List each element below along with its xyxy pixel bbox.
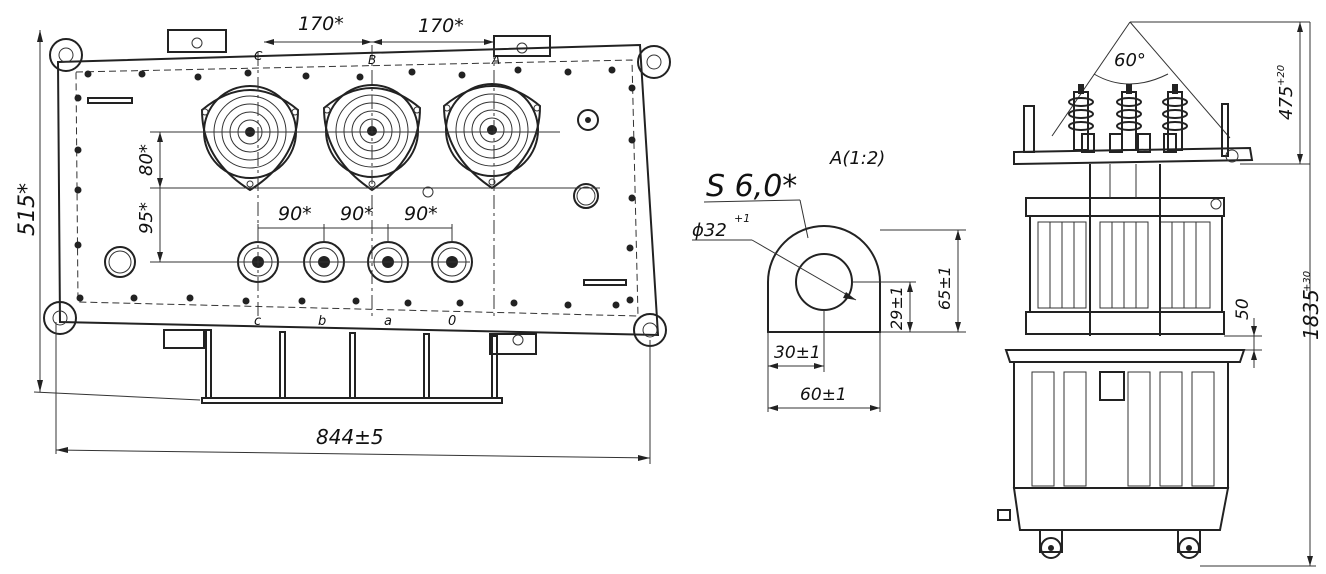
dim-50-label: 50: [1233, 298, 1253, 320]
detail-title: A(1:2): [829, 148, 885, 169]
dim-90-label-3: 90*: [404, 203, 438, 225]
lug-hole: [191, 37, 203, 49]
detail-a: A(1:2) S 6,0* ϕ32 +1 65±1 29±1 30±1: [692, 148, 966, 412]
lv-label-a: a: [384, 314, 392, 329]
angle-label: 60°: [1114, 50, 1146, 71]
dim-515-label: 515*: [15, 183, 40, 236]
dim-95-label: 95*: [136, 202, 157, 234]
bottom-lug-right: [489, 333, 537, 355]
angle-line-right: [1129, 21, 1231, 139]
dim-29-label: 29±1: [887, 286, 906, 330]
thickness-label: S 6,0*: [706, 169, 797, 204]
dim-475-tol: +20: [1276, 65, 1287, 86]
support-legs: [201, 329, 503, 404]
dim-1835-tol: +30: [1302, 271, 1313, 292]
drain-hole: [573, 183, 599, 209]
fill-plug: [577, 109, 599, 131]
breather: [1221, 103, 1229, 157]
dim-60-label: 60±1: [800, 385, 847, 405]
hole-diameter-tol: +1: [734, 212, 750, 225]
cover-outline: [56, 43, 660, 337]
angle-line-left: [1051, 21, 1131, 137]
bottom-lug-left: [163, 329, 205, 349]
hv-bushing-c: [200, 85, 300, 192]
tank: [997, 349, 1246, 531]
lv-label-0: 0: [448, 314, 456, 329]
thermometer-pocket: [104, 246, 136, 278]
phase-label-b: B: [368, 53, 376, 67]
dim-170-right-label: 170*: [418, 15, 464, 37]
dim-65-label: 65±1: [935, 266, 954, 310]
dim-170-left-label: 170*: [298, 13, 344, 35]
perimeter-bolts: [74, 66, 636, 309]
top-lug-left: [167, 29, 227, 53]
lv-label-c: c: [254, 314, 261, 329]
plan-view: 170* 170* C B A c b a 0 80* 95* 90* 90* …: [15, 13, 671, 464]
corner-eye-top-left: [49, 38, 83, 72]
side-view: 60° 475 +20: [997, 21, 1323, 567]
small-hole: [422, 186, 434, 198]
phase-label-c: C: [254, 49, 263, 63]
angle-arc: [1093, 73, 1169, 85]
active-part: [1025, 164, 1225, 336]
dim-475-label: 475: [1276, 86, 1297, 120]
dim-1835-label: 1835: [1299, 289, 1323, 340]
lv-insulators: [1081, 133, 1177, 153]
hv-insulators: [1068, 84, 1188, 151]
flat-bar-left: [87, 97, 133, 104]
corner-eye-bottom-left: [43, 301, 77, 335]
dim-90-label-2: 90*: [340, 203, 374, 225]
dim-30-label: 30±1: [774, 343, 821, 363]
hv-bushing-a: [442, 83, 542, 190]
dim-90-label-1: 90*: [278, 203, 312, 225]
lv-label-b: b: [318, 314, 326, 329]
spacer-plate: [767, 225, 881, 333]
corner-eye-top-right: [637, 45, 671, 79]
wheels: [1039, 529, 1201, 559]
hole-diameter-label: ϕ32: [692, 220, 727, 241]
dim-line-844: [55, 449, 651, 459]
dim-80-label: 80*: [136, 144, 157, 176]
expansion-tank: [1023, 105, 1035, 153]
dim-844-label: 844±5: [316, 425, 384, 449]
phase-label-a: A: [491, 53, 500, 67]
flat-bar-right: [583, 279, 627, 286]
